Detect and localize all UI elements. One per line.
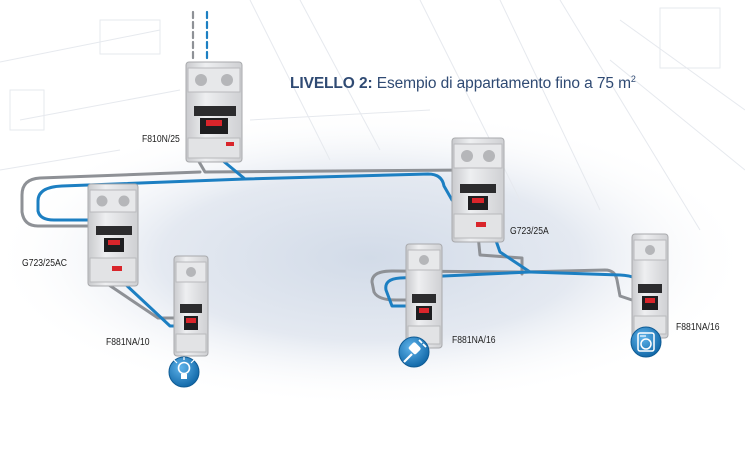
title-superscript: 2 [630,74,636,84]
label-rcd-right: G723/25A [510,226,549,237]
main-breaker [185,61,243,163]
washing-machine-icon [630,326,662,358]
label-mcb-appliance: F881NA/16 [676,322,720,333]
label-mcb-socket: F881NA/16 [452,335,496,346]
mcb-light-breaker [173,255,209,357]
title-text: Esempio di appartamento fino a 75 m [376,75,631,92]
mcb-appliance-breaker [631,233,669,339]
label-mcb-light: F881NA/10 [106,337,150,348]
rcd-right [451,137,505,243]
page-title: LIVELLO 2: Esempio di appartamento fino … [290,74,636,93]
rcd-left [87,183,139,287]
label-rcd-left: G723/25AC [22,258,67,269]
mcb-socket-breaker [405,243,443,349]
light-bulb-icon [168,356,200,388]
label-main-breaker: F810N/25 [142,134,180,145]
title-level: LIVELLO 2: [290,75,373,92]
plug-icon [398,336,430,368]
